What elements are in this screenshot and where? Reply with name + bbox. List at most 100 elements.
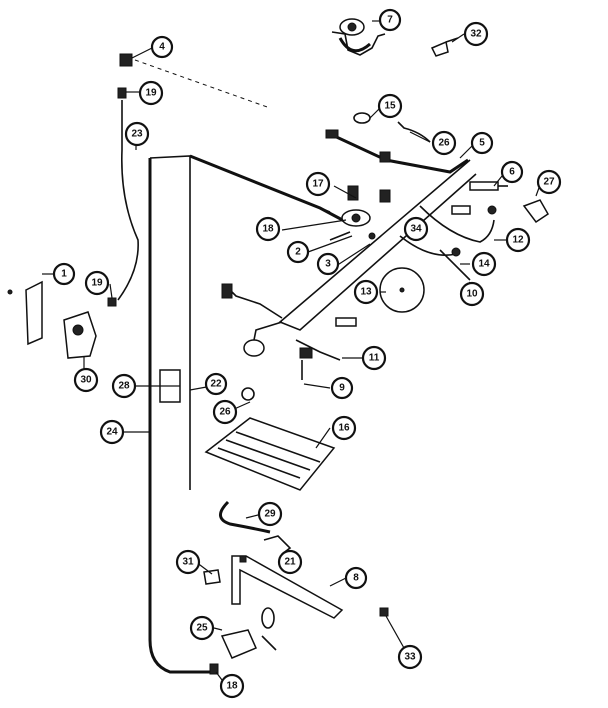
callout-15: 15 <box>377 93 403 119</box>
part-25-valve <box>220 607 277 659</box>
svg-text:2: 2 <box>295 247 301 258</box>
svg-text:28: 28 <box>118 381 130 392</box>
part-5-burner <box>325 129 469 174</box>
callout-12: 12 <box>505 227 531 253</box>
callouts: 7 32 4 19 15 26 5 23 17 6 27 18 34 2 12 … <box>52 8 562 699</box>
part-2-screw <box>329 231 351 241</box>
svg-text:30: 30 <box>80 375 92 386</box>
callout-1: 1 <box>52 262 76 286</box>
part-31-bracket <box>203 569 221 585</box>
part-15-ring <box>353 112 371 124</box>
callout-6: 6 <box>500 160 524 184</box>
svg-text:1: 1 <box>61 269 67 280</box>
part-24-main-tube <box>148 158 210 674</box>
svg-text:9: 9 <box>339 383 345 394</box>
part-14-wire <box>399 235 457 256</box>
part-13-disc <box>379 267 425 313</box>
callout-26-top: 26 <box>431 130 457 156</box>
part-29-wire <box>219 500 271 534</box>
callout-18-top: 18 <box>255 216 281 242</box>
part-17-valves <box>341 185 391 227</box>
svg-text:13: 13 <box>360 287 372 298</box>
callout-18-bottom: 18 <box>219 673 245 699</box>
svg-text:15: 15 <box>384 101 396 112</box>
svg-text:19: 19 <box>145 88 157 99</box>
part-33-clip <box>379 607 389 617</box>
part-23-tube <box>117 100 139 301</box>
svg-text:32: 32 <box>470 29 482 40</box>
callout-11: 11 <box>361 345 387 371</box>
svg-text:26: 26 <box>438 138 450 149</box>
svg-text:23: 23 <box>131 129 143 140</box>
svg-text:17: 17 <box>312 179 324 190</box>
part-10-wire <box>439 249 471 281</box>
callout-10: 10 <box>459 281 485 307</box>
svg-text:24: 24 <box>106 427 118 438</box>
part-19-fitting-top <box>117 87 127 99</box>
callout-34: 34 <box>403 216 429 242</box>
part-26-wire <box>397 121 431 143</box>
part-22-tube <box>149 155 191 490</box>
part-6-igniter <box>451 181 508 215</box>
part-7-regulator <box>331 18 386 56</box>
callout-13: 13 <box>353 279 379 305</box>
part-19-fitting-lower <box>107 297 117 307</box>
part-4-bracket <box>119 53 271 109</box>
svg-text:19: 19 <box>91 278 103 289</box>
callout-7: 7 <box>378 8 402 32</box>
callout-8: 8 <box>344 566 368 590</box>
svg-text:18: 18 <box>262 224 274 235</box>
callout-29: 29 <box>257 501 283 527</box>
callout-5: 5 <box>470 131 494 155</box>
part-30-regulator <box>63 311 97 359</box>
callout-23: 23 <box>124 121 150 147</box>
svg-text:11: 11 <box>369 353 380 364</box>
callout-21: 21 <box>277 549 303 575</box>
callout-9: 9 <box>330 376 354 400</box>
svg-text:34: 34 <box>410 224 422 235</box>
callout-31: 31 <box>175 549 201 575</box>
callout-30: 30 <box>73 367 99 393</box>
svg-text:27: 27 <box>543 177 555 188</box>
manifold-rail <box>278 159 477 331</box>
callout-32: 32 <box>463 21 489 47</box>
svg-text:31: 31 <box>182 557 194 568</box>
callout-26-lower: 26 <box>212 399 238 425</box>
callout-16: 16 <box>331 415 357 441</box>
svg-text:21: 21 <box>284 557 296 568</box>
svg-text:26: 26 <box>219 407 231 418</box>
svg-text:22: 22 <box>210 379 222 390</box>
callout-19-lower: 19 <box>84 270 110 296</box>
callout-17: 17 <box>305 171 331 197</box>
callout-22: 22 <box>204 372 228 396</box>
svg-text:18: 18 <box>226 681 238 692</box>
svg-text:29: 29 <box>264 509 276 520</box>
svg-text:7: 7 <box>387 15 393 26</box>
svg-text:16: 16 <box>338 423 350 434</box>
callout-24: 24 <box>99 419 125 445</box>
svg-text:6: 6 <box>509 167 515 178</box>
callout-3: 3 <box>316 252 340 276</box>
lower-valves <box>221 283 357 380</box>
callout-33: 33 <box>397 644 423 670</box>
part-18-fitting-bottom <box>209 663 219 675</box>
callout-28: 28 <box>111 373 137 399</box>
callout-14: 14 <box>471 251 497 277</box>
part-26-ring <box>241 387 255 401</box>
callout-19-top: 19 <box>138 80 164 106</box>
svg-text:10: 10 <box>466 289 478 300</box>
svg-text:14: 14 <box>478 259 490 270</box>
svg-text:8: 8 <box>353 573 359 584</box>
svg-text:5: 5 <box>479 138 485 149</box>
svg-text:4: 4 <box>159 42 165 53</box>
part-1-bracket <box>7 280 43 346</box>
callout-25: 25 <box>189 615 215 641</box>
svg-text:3: 3 <box>325 259 331 270</box>
parts-artwork <box>7 18 549 675</box>
part-16-shield <box>204 417 336 491</box>
svg-text:12: 12 <box>512 235 524 246</box>
callout-4: 4 <box>150 35 174 59</box>
callout-2: 2 <box>286 240 310 264</box>
svg-text:25: 25 <box>196 623 208 634</box>
